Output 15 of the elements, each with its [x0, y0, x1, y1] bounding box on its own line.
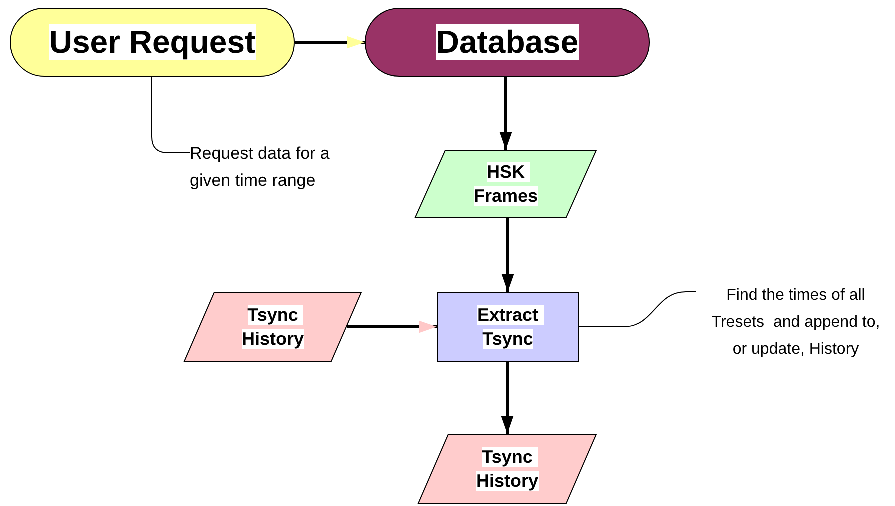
arrow — [500, 77, 512, 150]
node-label: User Request — [48, 24, 257, 60]
arrow — [347, 320, 437, 334]
data-parallelogram — [184, 292, 362, 362]
arrow — [502, 218, 514, 292]
arrow — [501, 362, 514, 434]
arrow — [295, 36, 365, 49]
data-parallelogram — [418, 434, 597, 504]
node-label: Database — [435, 24, 580, 60]
note-text: Request data for a given time range — [190, 143, 330, 192]
leader-line — [152, 76, 190, 154]
leader-line — [578, 292, 696, 328]
data-parallelogram — [415, 150, 597, 218]
note-text: Find the times of all Tresets and append to, or update, History — [710, 286, 882, 360]
process-box — [437, 292, 579, 362]
